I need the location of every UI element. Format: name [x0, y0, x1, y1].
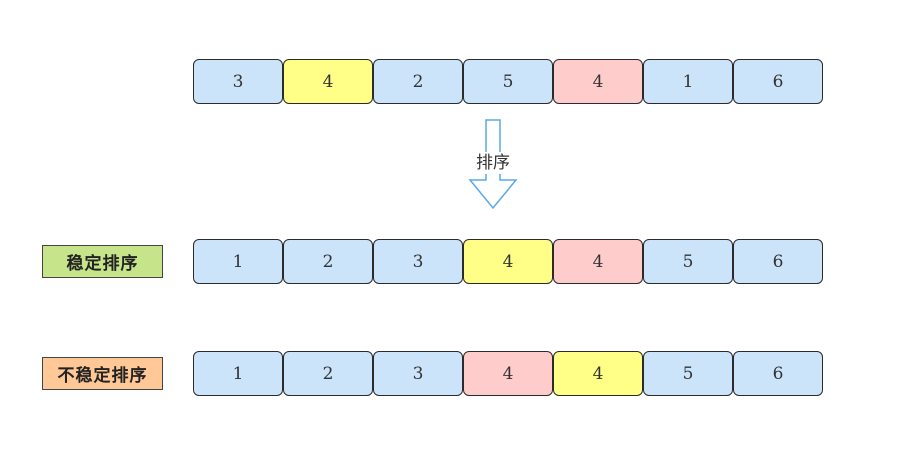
- array-cell: 1: [193, 239, 283, 284]
- array-cell: 3: [373, 351, 463, 396]
- array-cell: 5: [463, 59, 553, 104]
- array-cell-highlight-yellow: 4: [553, 351, 643, 396]
- stable-sorted-array: 1 2 3 4 4 5 6: [193, 239, 823, 284]
- array-cell-highlight-pink: 4: [553, 239, 643, 284]
- array-cell: 5: [643, 351, 733, 396]
- array-cell-highlight-pink: 4: [553, 59, 643, 104]
- array-cell: 1: [193, 351, 283, 396]
- unstable-sorted-array: 1 2 3 4 4 5 6: [193, 351, 823, 396]
- array-cell: 6: [733, 59, 823, 104]
- stable-sort-label: 稳定排序: [42, 245, 163, 278]
- original-array: 3 4 2 5 4 1 6: [193, 59, 823, 104]
- array-cell: 3: [373, 239, 463, 284]
- array-cell-highlight-pink: 4: [463, 351, 553, 396]
- array-cell: 6: [733, 351, 823, 396]
- sort-arrow-label: 排序: [466, 152, 520, 174]
- array-cell: 2: [283, 351, 373, 396]
- array-cell: 6: [733, 239, 823, 284]
- array-cell: 1: [643, 59, 733, 104]
- array-cell-highlight-yellow: 4: [283, 59, 373, 104]
- unstable-sort-label: 不稳定排序: [42, 357, 163, 390]
- array-cell: 2: [373, 59, 463, 104]
- array-cell: 2: [283, 239, 373, 284]
- array-cell: 3: [193, 59, 283, 104]
- array-cell: 5: [643, 239, 733, 284]
- array-cell-highlight-yellow: 4: [463, 239, 553, 284]
